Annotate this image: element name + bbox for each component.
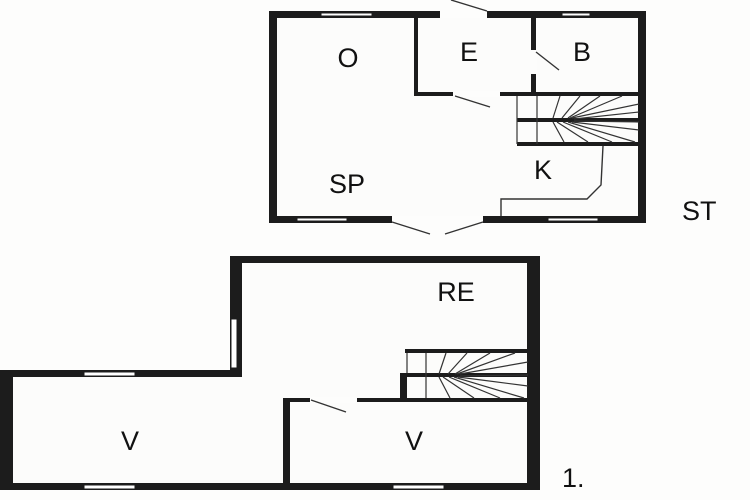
wall-st-right xyxy=(638,11,646,223)
entry-door-swing xyxy=(450,0,488,12)
wall-e-left xyxy=(414,18,418,96)
b-door-swing xyxy=(535,51,560,71)
window-1-right-bottom xyxy=(392,484,445,490)
room-label-o: O xyxy=(337,43,358,73)
room-label-v-right: V xyxy=(405,426,423,456)
wall-e-bottom xyxy=(414,92,639,96)
window-st-k xyxy=(547,217,599,222)
window-1-upper-left xyxy=(230,318,238,369)
room-label-k: K xyxy=(534,155,552,185)
v-door-opening xyxy=(310,397,357,403)
wall-1-bottom xyxy=(0,483,540,490)
floor-label-st: ST xyxy=(682,196,717,226)
v-door-swing xyxy=(310,399,347,413)
window-st-sp xyxy=(296,217,348,222)
staircase-1 xyxy=(400,349,529,400)
b-door-opening xyxy=(530,50,537,74)
wall-st-left xyxy=(269,11,277,223)
wall-1-v-left xyxy=(283,398,290,486)
room-label-v-left: V xyxy=(121,426,139,456)
room-label-sp: SP xyxy=(329,169,365,199)
terrace-door-swing-right xyxy=(444,221,484,235)
wall-1-left xyxy=(0,370,13,490)
entry-door-opening xyxy=(440,11,487,18)
room-label-re: RE xyxy=(437,277,475,307)
floor-label-1: 1. xyxy=(562,463,585,493)
wall-1-right xyxy=(527,256,540,490)
terrace-door-opening xyxy=(392,216,483,223)
window-1-left-top xyxy=(83,371,136,377)
floor-plan-1: RE V V 1. xyxy=(0,256,585,493)
window-st-b xyxy=(561,12,591,17)
staircase-st xyxy=(516,95,640,146)
kitchen-counter xyxy=(500,145,604,216)
room-label-e: E xyxy=(460,37,478,67)
e-door-opening xyxy=(453,91,500,97)
wall-1-top xyxy=(230,256,540,263)
e-door-swing xyxy=(454,95,491,108)
room-label-b: B xyxy=(573,37,591,67)
window-1-left-bottom xyxy=(83,484,136,490)
window-st-o xyxy=(320,12,373,17)
terrace-door-swing-left xyxy=(391,221,431,235)
floor-plan-st: O E B K SP ST xyxy=(269,0,717,235)
